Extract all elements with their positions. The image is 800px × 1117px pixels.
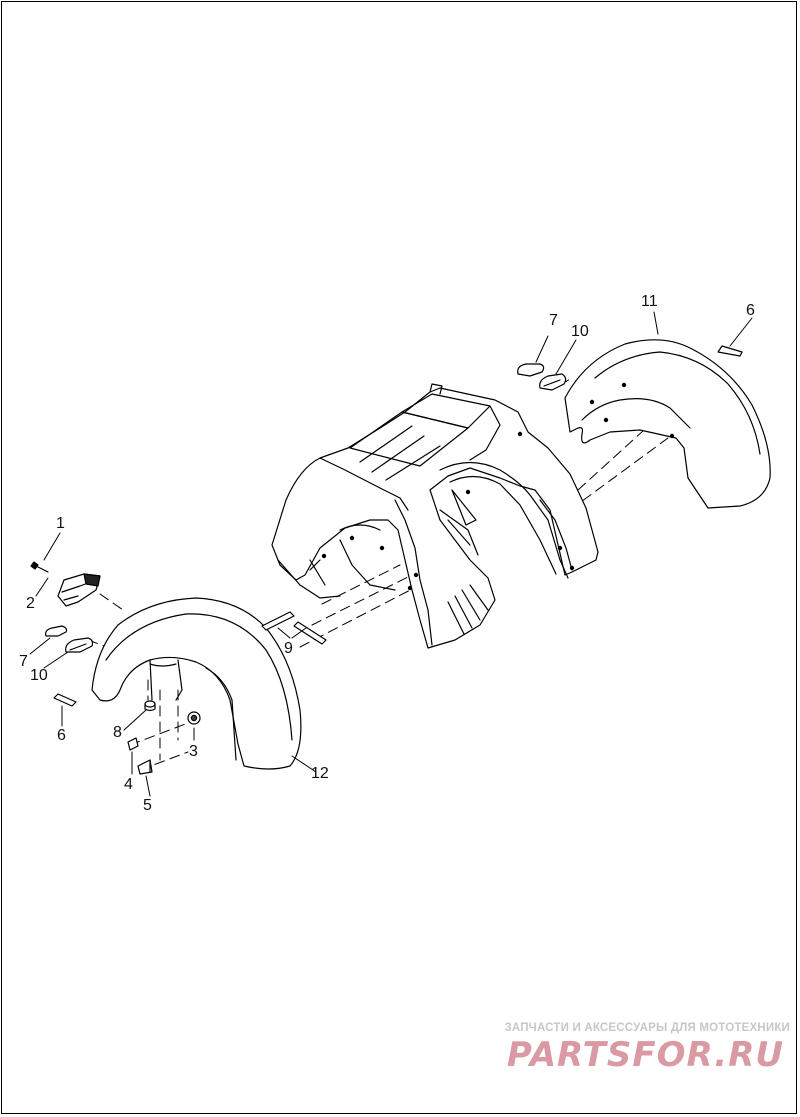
callout-6-left: 6: [57, 727, 66, 744]
bracket-part-5: [137, 759, 153, 775]
nut-part-3: [187, 711, 201, 725]
callout-1: 1: [56, 515, 65, 532]
callout-10-right: 10: [571, 323, 589, 340]
fender-body: [271, 383, 599, 649]
callout-11: 11: [641, 293, 658, 310]
watermark-logo: PARTSFOR.RU: [506, 1035, 784, 1075]
leader-lines: [29, 311, 753, 797]
callout-12: 12: [311, 765, 329, 782]
watermark-tagline: ЗАПЧАСТИ И АКСЕССУАРЫ ДЛЯ МОТОТЕХНИКИ: [504, 1022, 790, 1034]
right-fender-skirt: [564, 339, 771, 509]
callout-9: 9: [284, 640, 293, 657]
left-fender-skirt: [91, 597, 302, 770]
callout-7-left: 7: [19, 653, 28, 670]
left-badges: [45, 625, 94, 707]
lamp-housing-part-2: [57, 573, 101, 607]
callout-8: 8: [113, 724, 122, 741]
stud-part-8: [144, 700, 156, 712]
trim-strips-part-9: [261, 611, 327, 645]
callout-7-right: 7: [549, 312, 558, 329]
callout-4: 4: [124, 776, 133, 793]
callout-5: 5: [143, 797, 152, 814]
callout-10-left: 10: [30, 667, 48, 684]
clip-part-4: [127, 737, 139, 751]
watermark: ЗАПЧАСТИ И АКСЕССУАРЫ ДЛЯ МОТОТЕХНИКИ PA…: [470, 1022, 792, 1075]
screw-part-1: [30, 561, 49, 573]
right-badges: [517, 345, 743, 391]
callout-6-right: 6: [746, 302, 755, 319]
callout-2: 2: [26, 595, 35, 612]
callout-3: 3: [189, 743, 198, 760]
